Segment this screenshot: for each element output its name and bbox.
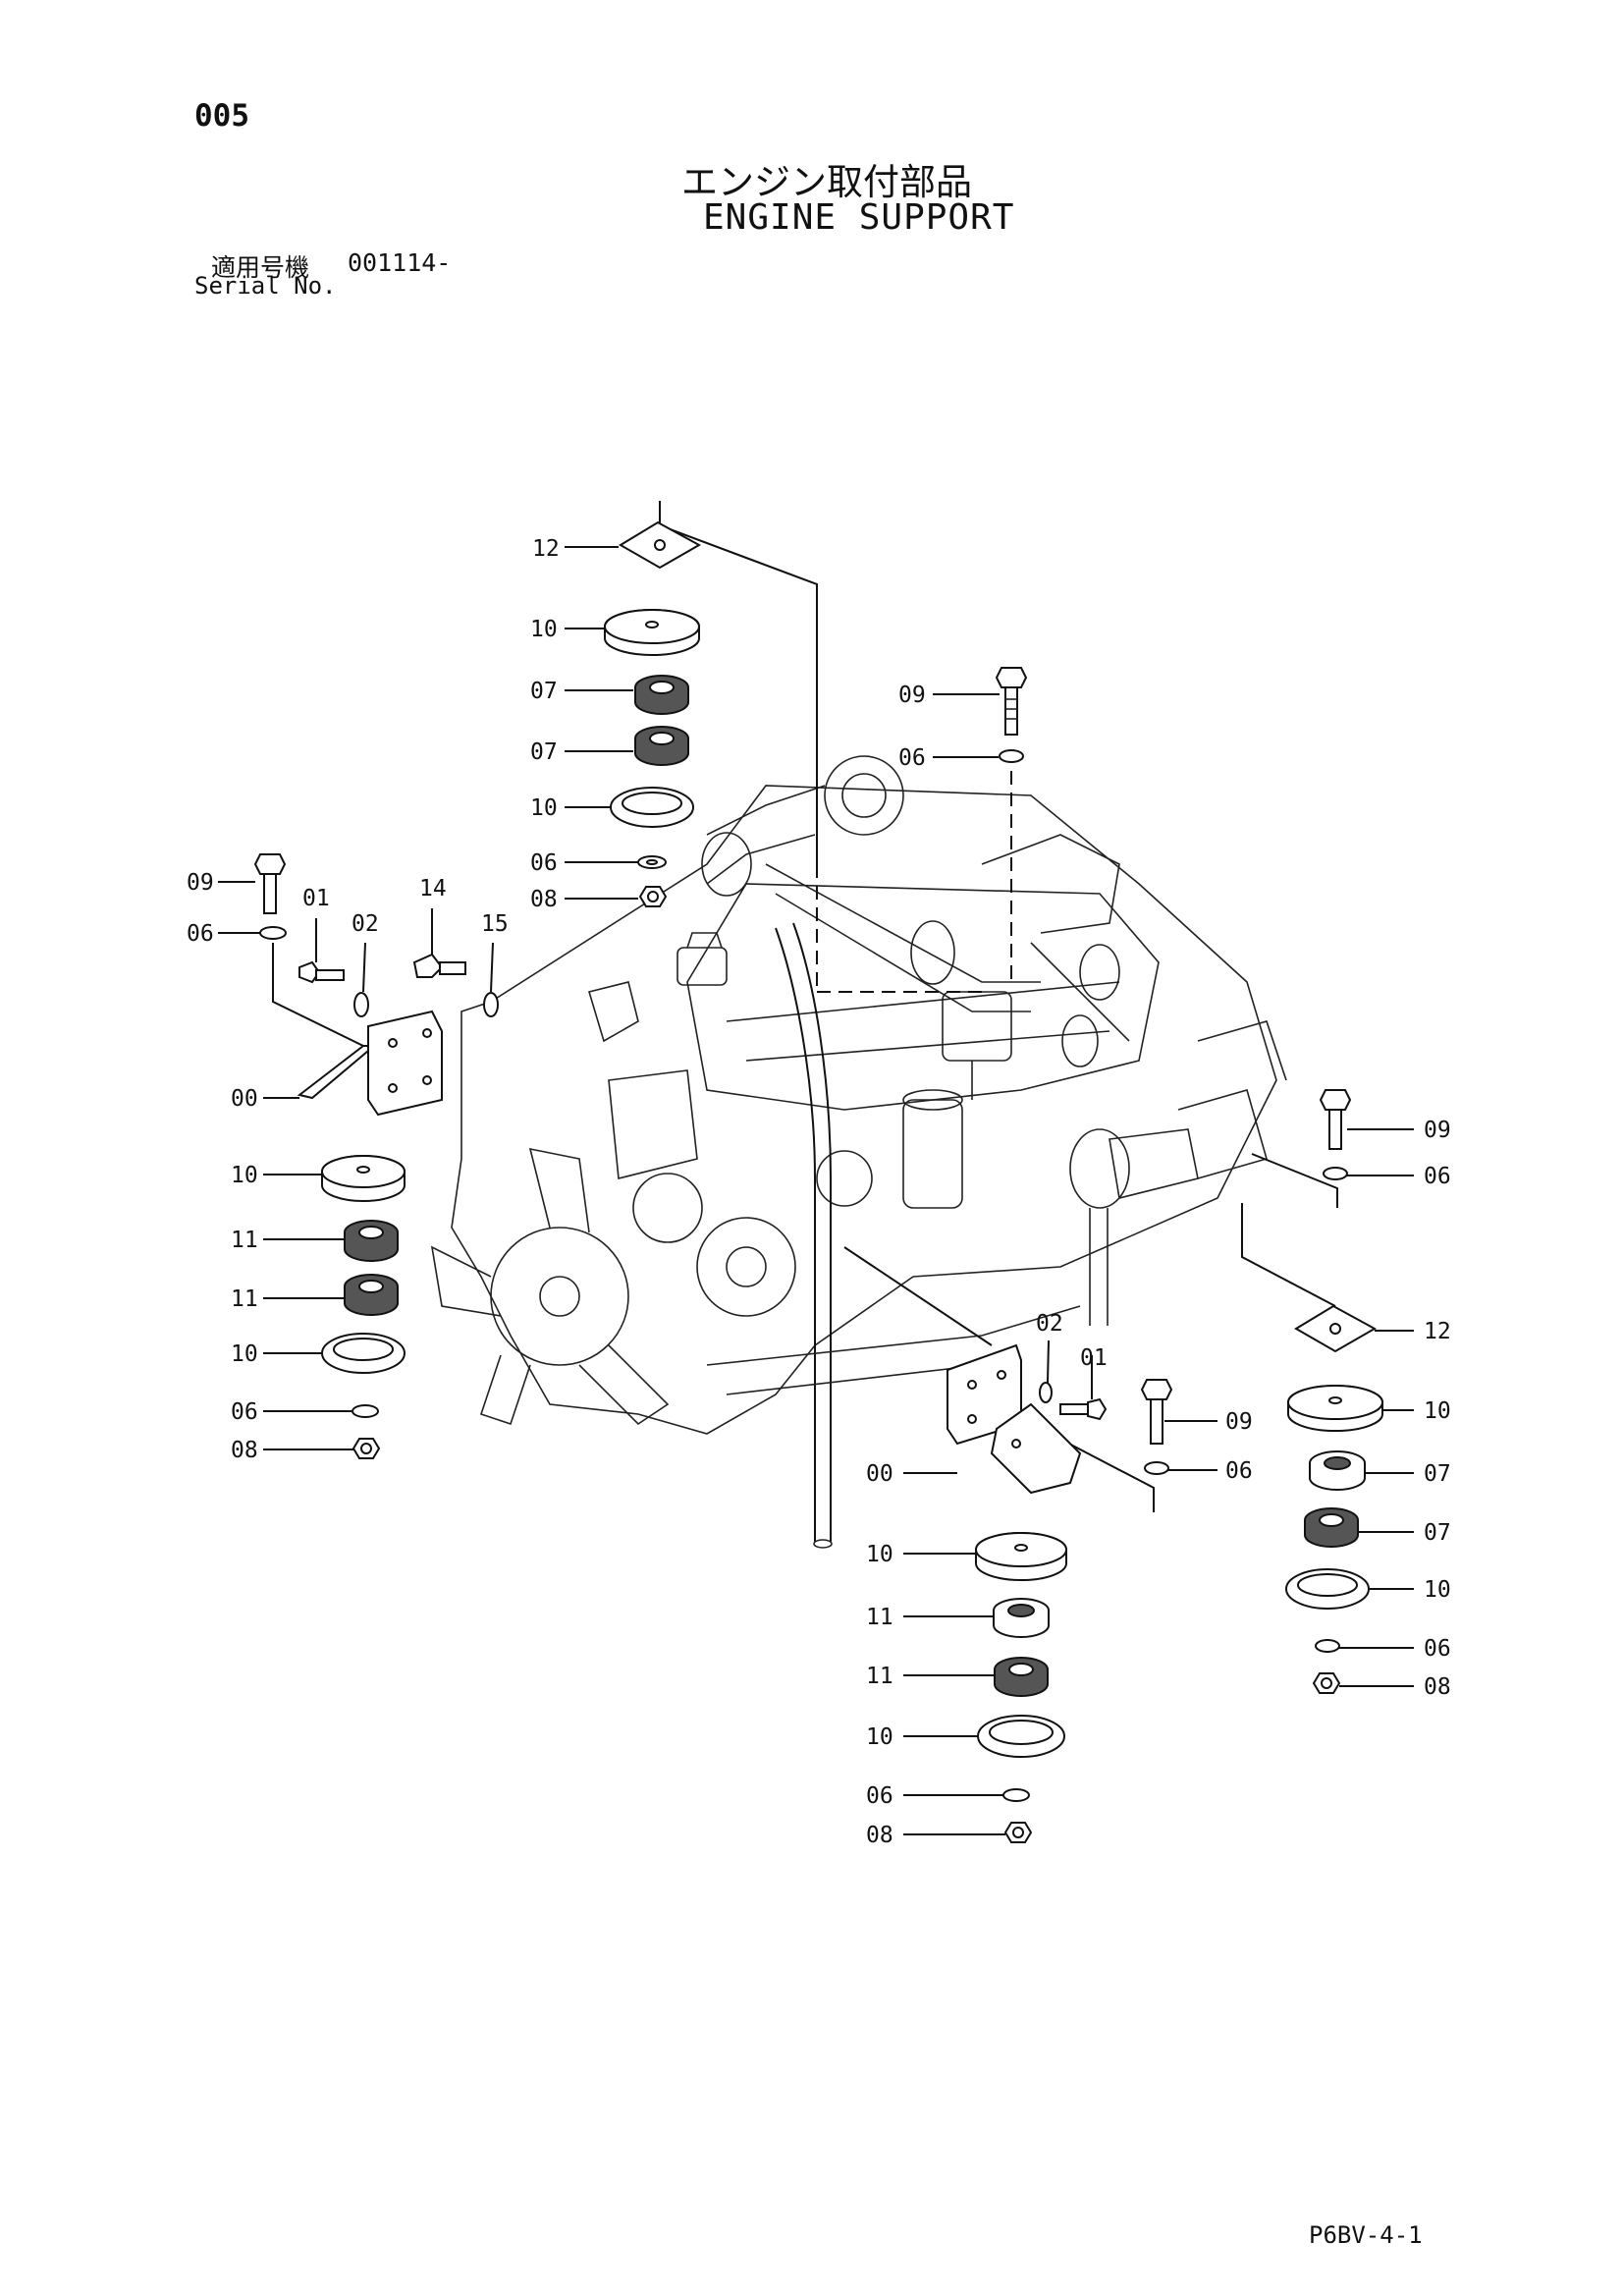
bracket-00-left (297, 1045, 369, 1100)
callout-10: 10 (231, 1341, 258, 1367)
right-rear-mount-stack (1285, 1089, 1414, 1694)
title-english: ENGINE SUPPORT (703, 197, 1015, 238)
callout-06: 06 (866, 1783, 893, 1809)
callout-labels: 12 10 07 07 10 06 08 09 06 09 06 01 02 1… (187, 536, 1451, 1848)
callout-06: 06 (1225, 1458, 1253, 1484)
guide-lines (272, 501, 1338, 1512)
callout-07: 07 (530, 679, 558, 704)
callout-10: 10 (530, 617, 558, 642)
callout-06: 06 (231, 1399, 258, 1425)
top-right-bolt (933, 667, 1028, 763)
callout-00: 00 (231, 1086, 258, 1112)
engine-illustration (430, 755, 1287, 1549)
callout-07: 07 (1424, 1461, 1451, 1487)
callout-09: 09 (1225, 1409, 1253, 1435)
serial-label-english: Serial No. (194, 272, 337, 300)
callout-07: 07 (1424, 1520, 1451, 1546)
callout-02: 02 (1036, 1311, 1063, 1337)
callout-14: 14 (419, 876, 447, 902)
callout-10: 10 (866, 1724, 893, 1750)
callout-11: 11 (866, 1605, 893, 1630)
callout-06: 06 (187, 921, 214, 947)
callout-08: 08 (866, 1823, 893, 1848)
callout-10: 10 (866, 1542, 893, 1567)
callout-01: 01 (1080, 1345, 1108, 1371)
callout-06: 06 (898, 745, 926, 771)
callout-11: 11 (231, 1286, 258, 1312)
callout-09: 09 (1424, 1118, 1451, 1143)
callout-01: 01 (302, 886, 330, 911)
callout-10: 10 (1424, 1577, 1451, 1603)
callout-06: 06 (1424, 1164, 1451, 1189)
callout-08: 08 (530, 887, 558, 912)
front-right-mount-stack (903, 1339, 1217, 1843)
callout-06: 06 (1424, 1636, 1451, 1662)
callout-11: 11 (866, 1664, 893, 1689)
serial-label-japanese: 適用号機 (211, 253, 310, 282)
serial-number-value: 001114- (348, 248, 452, 277)
left-mount-stack (218, 853, 499, 1459)
callout-08: 08 (231, 1438, 258, 1463)
callout-06: 06 (530, 850, 558, 876)
title-japanese: エンジン取付部品 (681, 161, 972, 203)
callout-11: 11 (231, 1228, 258, 1253)
callout-10: 10 (530, 795, 558, 821)
page-number: 005 (194, 98, 249, 134)
callout-10: 10 (231, 1163, 258, 1188)
callout-02: 02 (352, 911, 379, 937)
callout-08: 08 (1424, 1674, 1451, 1700)
callout-09: 09 (898, 683, 926, 708)
callout-12: 12 (532, 536, 560, 562)
callout-10: 10 (1424, 1398, 1451, 1424)
callout-09: 09 (187, 870, 214, 896)
callout-00: 00 (866, 1461, 893, 1487)
drawing-code: P6BV-4-1 (1309, 2221, 1423, 2249)
callout-12: 12 (1424, 1319, 1451, 1344)
top-mount-stack (565, 520, 702, 907)
callout-15: 15 (481, 911, 509, 937)
callout-07: 07 (530, 739, 558, 765)
